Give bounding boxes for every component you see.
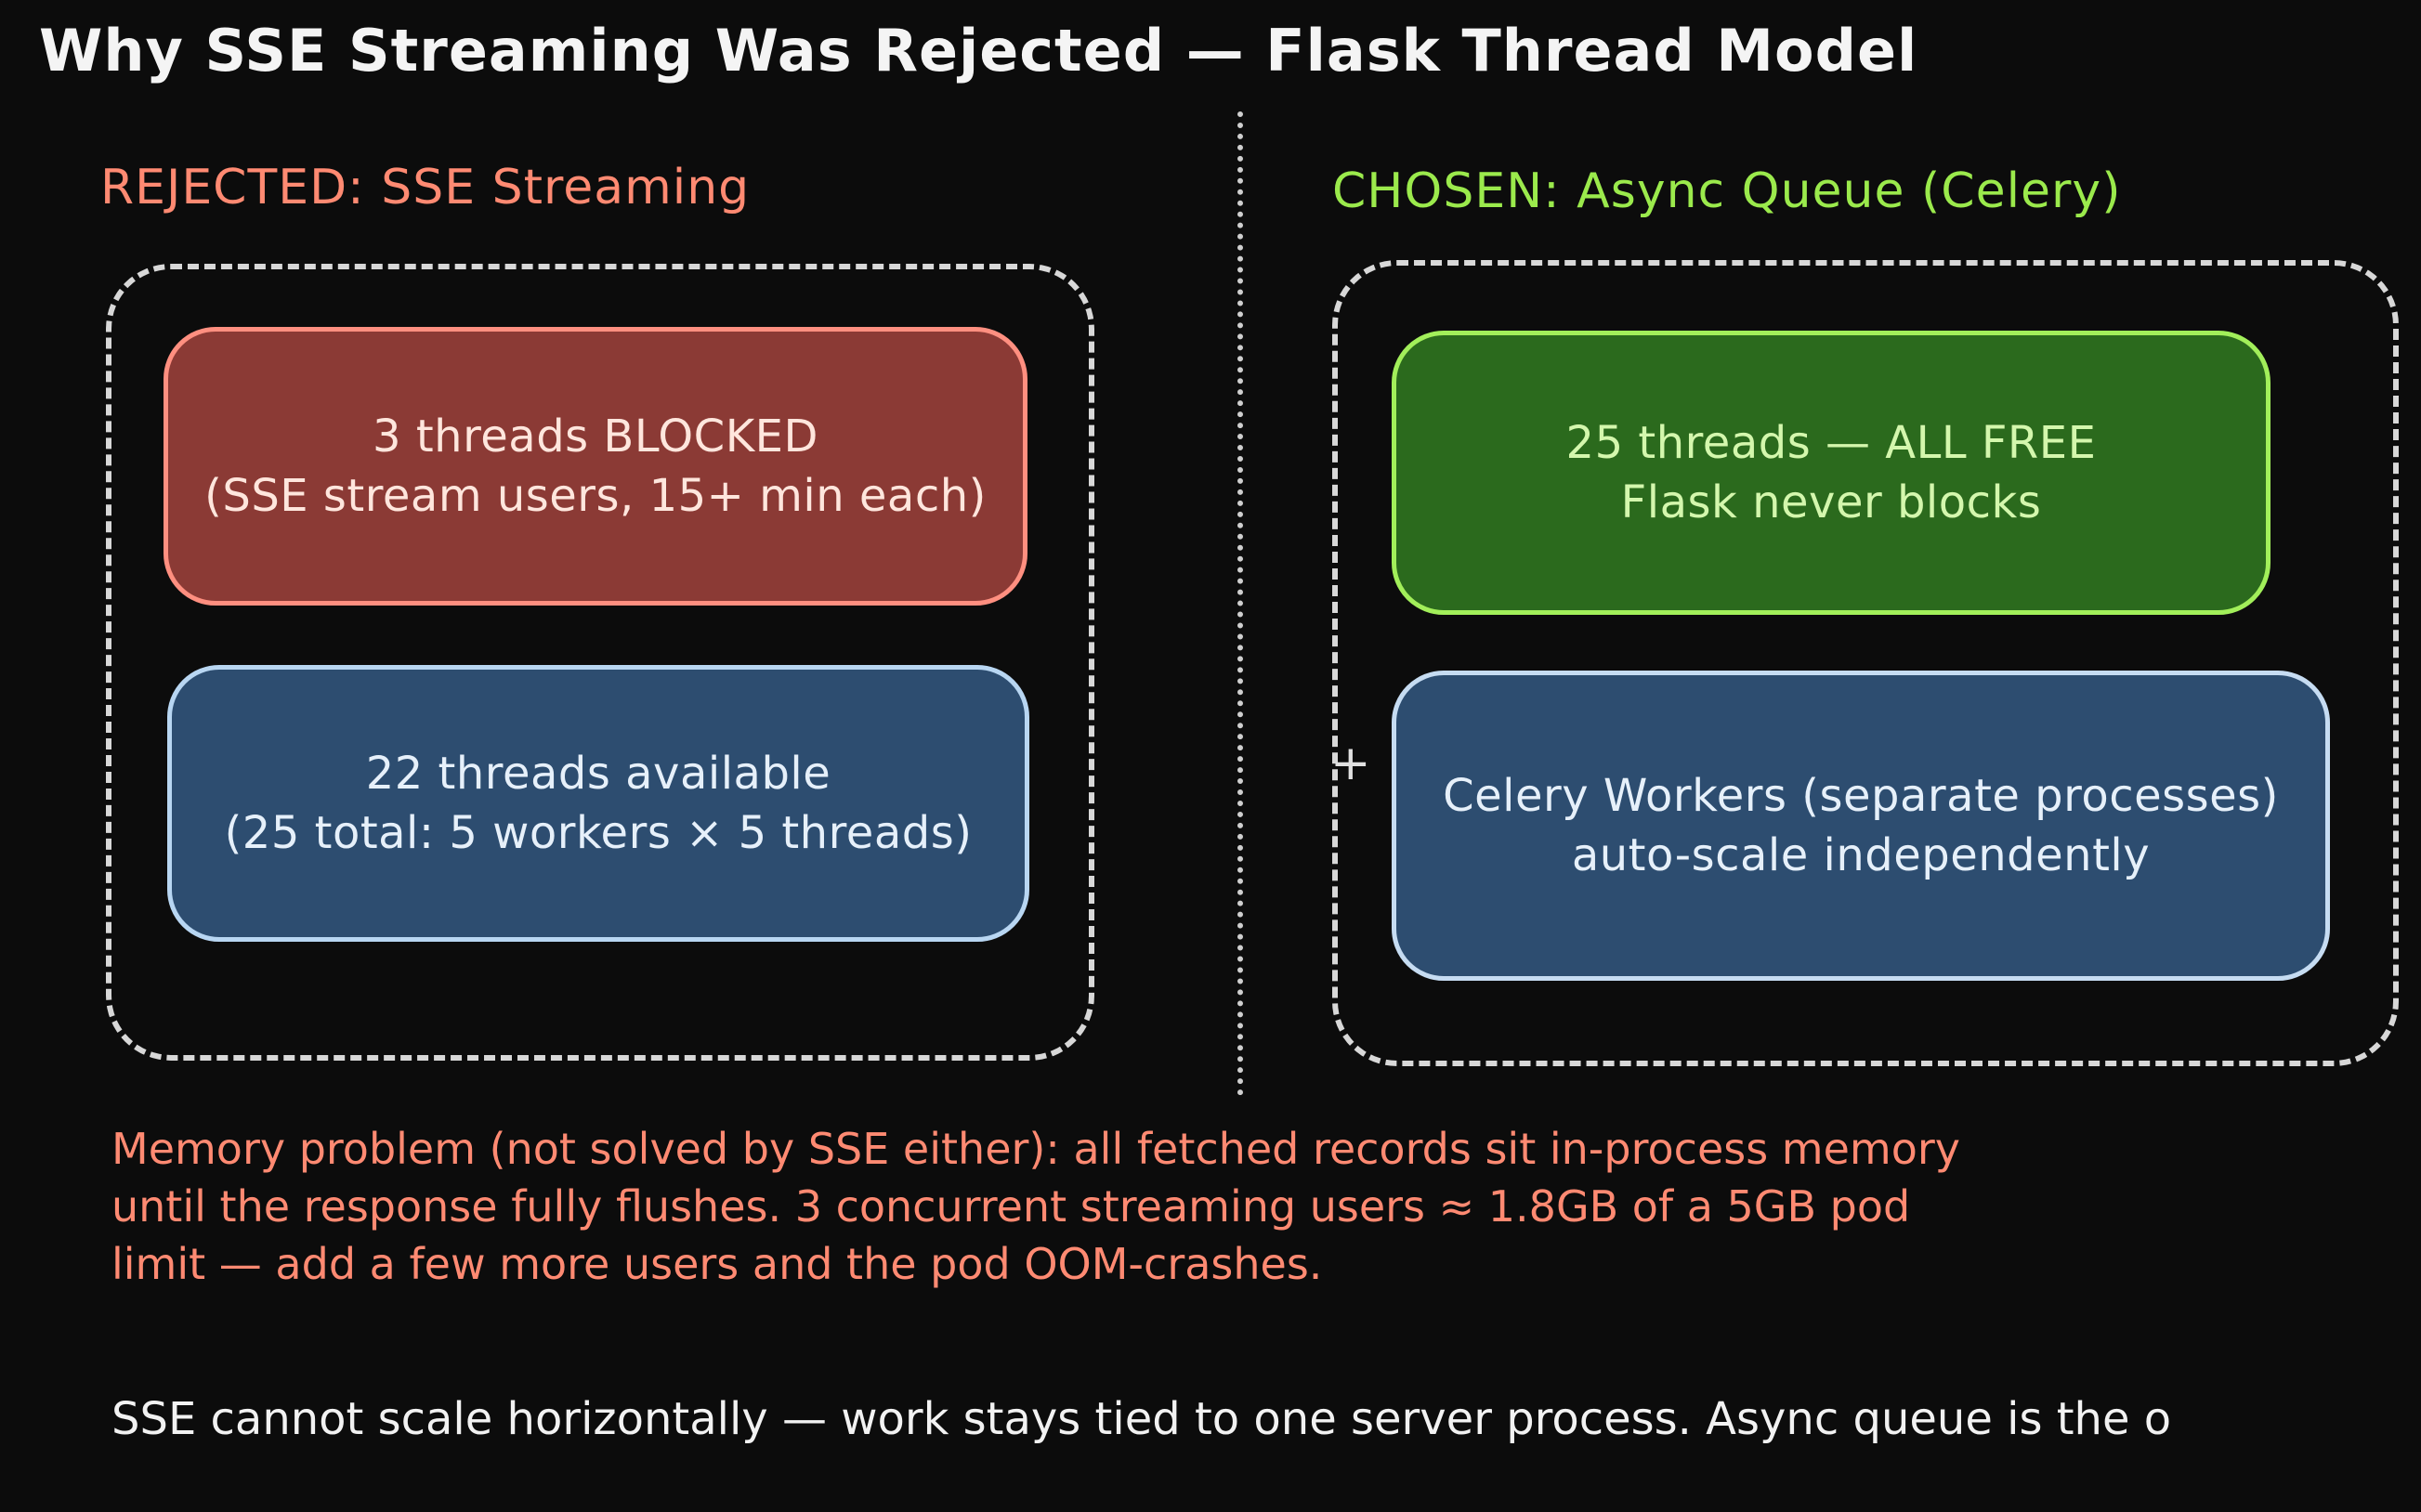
available-threads-box: 22 threads available (25 total: 5 worker… [167, 665, 1029, 942]
blocked-threads-box: 3 threads BLOCKED (SSE stream users, 15+… [164, 327, 1027, 606]
free-threads-line1: 25 threads — ALL FREE [1565, 417, 2097, 469]
available-threads-line1: 22 threads available [365, 748, 831, 800]
center-divider [1237, 111, 1243, 1096]
celery-workers-box: Celery Workers (separate processes) auto… [1392, 671, 2330, 981]
rejected-heading: REJECTED: SSE Streaming [100, 160, 751, 215]
chosen-group-frame [1332, 260, 2399, 1066]
free-threads-line2: Flask never blocks [1620, 476, 2042, 528]
rejected-group-frame [106, 264, 1094, 1061]
free-threads-box: 25 threads — ALL FREE Flask never blocks [1392, 331, 2271, 615]
diagram-title: Why SSE Streaming Was Rejected — Flask T… [39, 17, 1918, 85]
crosshair-cursor-icon: + [1330, 736, 1371, 791]
celery-workers-line2: auto-scale independently [1571, 829, 2151, 881]
blocked-threads-line2: (SSE stream users, 15+ min each) [204, 470, 987, 522]
chosen-heading: CHOSEN: Async Queue (Celery) [1332, 163, 2122, 219]
footer-conclusion: SSE cannot scale horizontally — work sta… [111, 1393, 2172, 1445]
memory-problem-note: Memory problem (not solved by SSE either… [111, 1124, 1960, 1289]
blocked-threads-line1: 3 threads BLOCKED [373, 411, 818, 463]
available-threads-line2: (25 total: 5 workers × 5 threads) [224, 807, 973, 859]
celery-workers-line1: Celery Workers (separate processes) [1443, 770, 2279, 822]
